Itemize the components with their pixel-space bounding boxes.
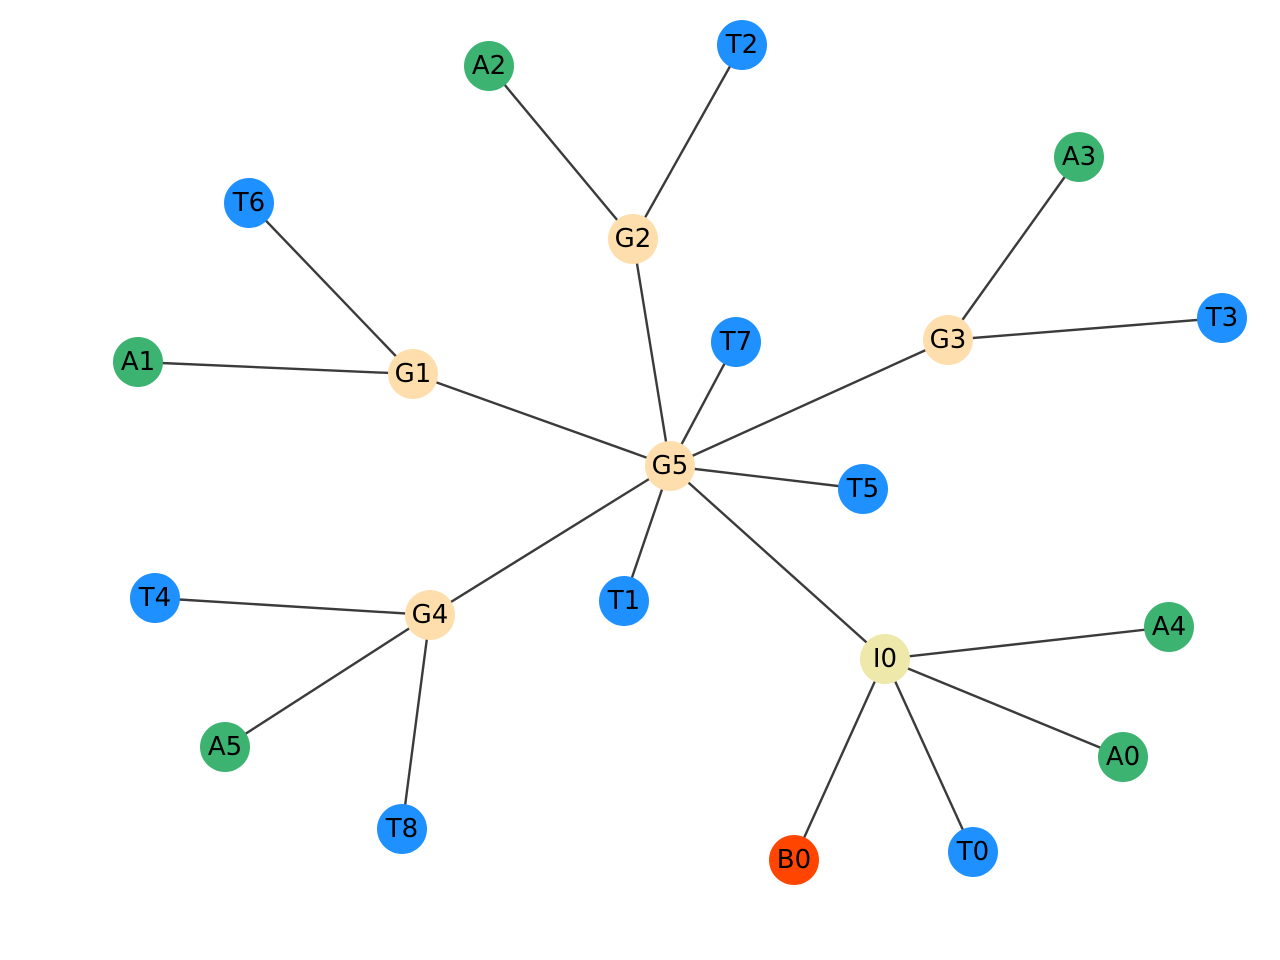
node-t3[interactable]: T3: [1197, 293, 1247, 343]
node-label: T5: [846, 474, 879, 504]
node-circle[interactable]: [113, 337, 163, 387]
node-circle[interactable]: [224, 178, 274, 228]
edge-g4-t8: [400, 614, 432, 830]
node-label: T8: [385, 814, 418, 844]
edge-g5-g3: [669, 338, 949, 468]
node-circle[interactable]: [645, 441, 695, 491]
node-circle[interactable]: [1054, 132, 1104, 182]
edge-i0-b0: [792, 658, 887, 861]
node-label: B0: [777, 845, 811, 875]
edge-g5-t5: [669, 464, 864, 491]
edge-g1-a1: [137, 360, 414, 376]
node-a3[interactable]: A3: [1054, 132, 1104, 182]
node-circle[interactable]: [769, 835, 819, 885]
node-label: G5: [652, 451, 689, 481]
edge-i0-a4: [884, 625, 1170, 661]
node-a0[interactable]: A0: [1098, 732, 1148, 782]
node-label: A0: [1106, 742, 1140, 772]
node-a5[interactable]: A5: [200, 722, 250, 772]
node-circle[interactable]: [717, 20, 767, 70]
node-label: T2: [725, 30, 758, 60]
node-label: T7: [719, 327, 752, 357]
node-circle[interactable]: [711, 317, 761, 367]
node-label: G1: [395, 359, 432, 389]
node-label: G2: [615, 224, 652, 254]
node-circle[interactable]: [838, 464, 888, 514]
node-label: T3: [1205, 303, 1238, 333]
edges-layer: [137, 44, 1223, 861]
node-circle[interactable]: [1144, 602, 1194, 652]
edge-g5-g1: [412, 372, 671, 468]
edge-g4-a5: [224, 613, 431, 749]
node-circle[interactable]: [464, 41, 514, 91]
node-t2[interactable]: T2: [717, 20, 767, 70]
node-circle[interactable]: [200, 722, 250, 772]
node-g2[interactable]: G2: [608, 214, 658, 264]
node-t5[interactable]: T5: [838, 464, 888, 514]
node-circle[interactable]: [130, 573, 180, 623]
node-circle[interactable]: [1197, 293, 1247, 343]
node-label: I0: [873, 644, 897, 674]
node-label: T4: [138, 583, 171, 613]
edge-g2-a2: [488, 65, 634, 240]
node-circle[interactable]: [1098, 732, 1148, 782]
node-circle[interactable]: [948, 827, 998, 877]
edge-i0-a0: [884, 657, 1124, 759]
edge-g5-g2: [631, 238, 672, 467]
node-circle[interactable]: [599, 576, 649, 626]
node-circle[interactable]: [608, 214, 658, 264]
node-b0[interactable]: B0: [769, 835, 819, 885]
node-label: A5: [208, 732, 242, 762]
node-t4[interactable]: T4: [130, 573, 180, 623]
node-circle[interactable]: [388, 349, 438, 399]
node-label: T1: [607, 586, 640, 616]
edge-i0-t0: [883, 658, 975, 853]
node-t6[interactable]: T6: [224, 178, 274, 228]
edge-g5-g4: [429, 464, 671, 617]
edge-g1-t6: [248, 202, 414, 375]
node-a1[interactable]: A1: [113, 337, 163, 387]
node-label: A2: [472, 51, 506, 81]
node-i0[interactable]: I0: [860, 634, 910, 684]
node-label: A4: [1152, 612, 1186, 642]
node-g3[interactable]: G3: [923, 315, 973, 365]
node-t0[interactable]: T0: [948, 827, 998, 877]
node-a4[interactable]: A4: [1144, 602, 1194, 652]
node-t7[interactable]: T7: [711, 317, 761, 367]
edge-g3-a3: [947, 156, 1080, 341]
edge-g5-i0: [669, 465, 886, 660]
node-circle[interactable]: [860, 634, 910, 684]
node-circle[interactable]: [923, 315, 973, 365]
node-label: T0: [956, 837, 989, 867]
node-label: T6: [232, 188, 265, 218]
node-g4[interactable]: G4: [405, 590, 455, 640]
node-g1[interactable]: G1: [388, 349, 438, 399]
node-t1[interactable]: T1: [599, 576, 649, 626]
edge-g3-t3: [947, 316, 1223, 342]
node-label: G3: [930, 325, 967, 355]
node-a2[interactable]: A2: [464, 41, 514, 91]
node-circle[interactable]: [405, 590, 455, 640]
edge-g2-t2: [631, 44, 744, 240]
node-label: A1: [121, 347, 155, 377]
node-label: A3: [1062, 142, 1096, 172]
node-t8[interactable]: T8: [377, 804, 427, 854]
edge-g4-t4: [154, 596, 431, 617]
node-circle[interactable]: [377, 804, 427, 854]
node-label: G4: [412, 600, 449, 630]
node-g5[interactable]: G5: [645, 441, 695, 491]
